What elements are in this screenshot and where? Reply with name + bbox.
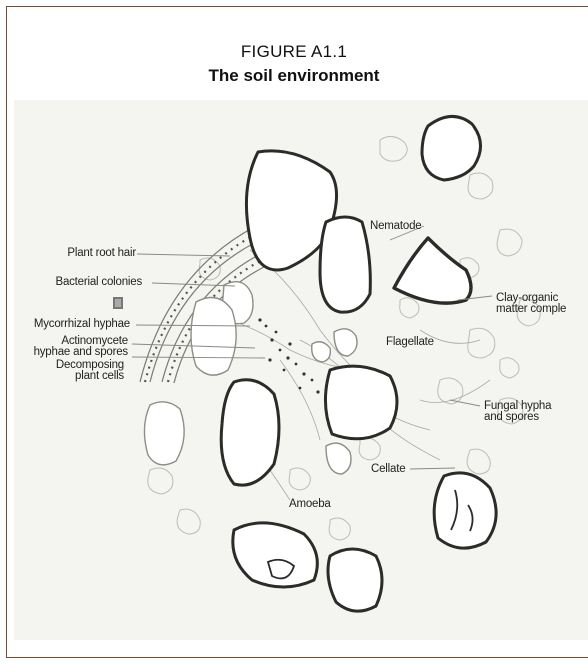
- microbe-dots: [258, 318, 319, 393]
- soil-particles-dark: [221, 116, 496, 611]
- label-actinomycete: Actinomycete hyphae and spores: [34, 336, 128, 358]
- label-plant-root-hair: Plant root hair: [67, 248, 136, 259]
- label-fungal-hyphae: Fungal hypha and spores: [484, 401, 551, 423]
- label-nematode: Nematode: [370, 221, 421, 232]
- label-flagellate: Flagellate: [386, 337, 434, 348]
- label-decomposing-plant-cells: Decomposing plant cells: [56, 360, 124, 382]
- label-bacterial-colonies: Bacterial colonies: [55, 277, 142, 288]
- label-mycorrhizal-hyphae: Mycorrhizal hyphae: [34, 319, 130, 330]
- label-clay-organic: Clay-organic matter comple: [496, 293, 566, 315]
- label-amoeba: Amoeba: [289, 499, 331, 510]
- label-cellate: Cellate: [371, 464, 405, 475]
- mycorrhizal-marker: [113, 297, 123, 309]
